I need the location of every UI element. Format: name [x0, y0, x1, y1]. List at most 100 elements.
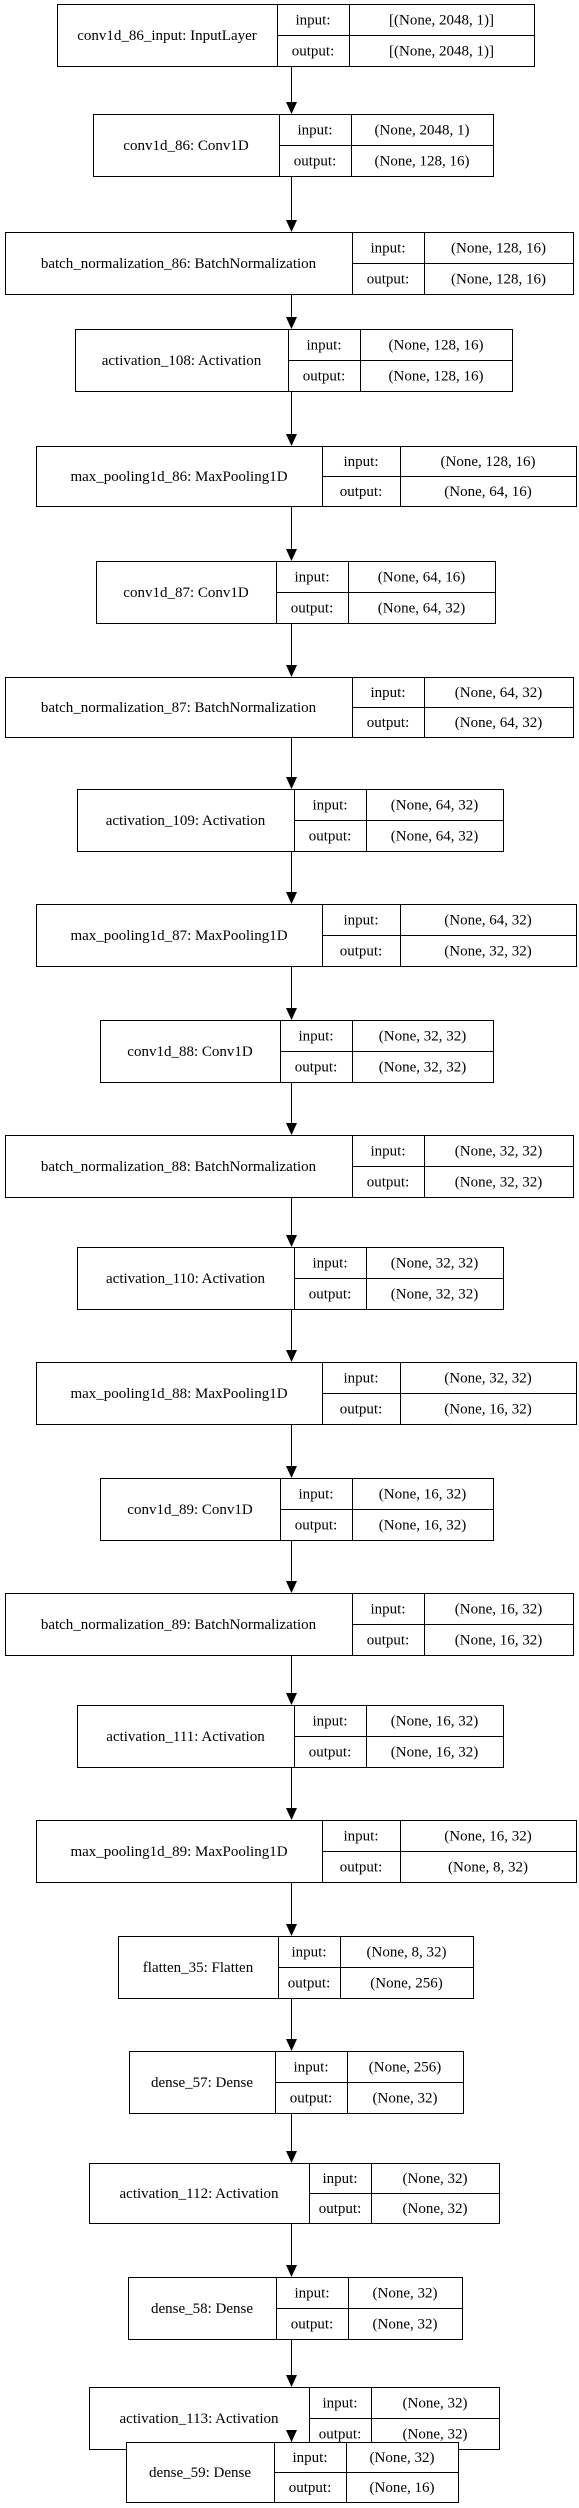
layer-name: dense_59: Dense — [149, 2465, 251, 2481]
input-label: input: — [343, 454, 378, 470]
layer-name: activation_108: Activation — [102, 353, 262, 369]
output-shape: (None, 16, 32) — [379, 1518, 466, 1534]
layer-name: batch_normalization_87: BatchNormalizati… — [41, 700, 317, 716]
layer-node: batch_normalization_87: BatchNormalizati… — [5, 677, 574, 738]
arrow-head-icon — [286, 1008, 297, 1020]
output-shape: (None, 16, 32) — [455, 1633, 542, 1649]
layer-node: batch_normalization_89: BatchNormalizati… — [5, 1593, 574, 1656]
input-label: input: — [343, 1829, 378, 1845]
output-label: output: — [289, 2480, 332, 2496]
output-shape: (None, 32, 32) — [444, 944, 531, 960]
layer-name: max_pooling1d_87: MaxPooling1D — [70, 928, 287, 944]
output-label: output: — [340, 484, 383, 500]
input-label: input: — [370, 241, 405, 257]
input-label: input: — [312, 1256, 347, 1272]
layer-node: activation_112: Activation input: output: (… — [89, 2163, 500, 2224]
arrow-head-icon — [286, 892, 297, 904]
input-shape: (None, 32, 32) — [455, 1144, 542, 1160]
output-shape: (None, 128, 16) — [375, 154, 470, 170]
arrow-head-icon — [286, 1581, 297, 1593]
output-label: output: — [292, 44, 335, 60]
layer-name: batch_normalization_86: BatchNormalizati… — [41, 256, 317, 272]
input-label: input: — [291, 1945, 326, 1961]
layer-name: activation_109: Activation — [106, 813, 266, 829]
layer-name: flatten_35: Flatten — [143, 1960, 254, 1976]
output-shape: (None, 128, 16) — [451, 272, 546, 288]
output-label: output: — [340, 1402, 383, 1418]
input-label: input: — [322, 2171, 357, 2187]
layer-node: activation_113: Activationinput:output:(… — [89, 2387, 500, 2450]
input-label: input: — [370, 685, 405, 701]
arrow-head-icon — [286, 1235, 297, 1247]
layer-name: activation_112: Activation — [120, 2186, 279, 2202]
arrow-head-icon — [286, 1808, 297, 1820]
output-shape: (None, 256) — [370, 1976, 442, 1992]
layer-name: batch_normalization_89: BatchNormalizati… — [41, 1617, 317, 1633]
input-shape: (None, 32) — [403, 2171, 468, 2187]
arrow-head-icon — [286, 434, 297, 446]
output-label: output: — [367, 272, 410, 288]
input-shape: (None, 128, 16) — [389, 338, 484, 354]
output-label: output: — [295, 1518, 338, 1534]
output-shape: (None, 8, 32) — [448, 1860, 528, 1876]
output-shape: (None, 128, 16) — [389, 369, 484, 385]
layer-node: activation_109: Activationinput:output:(… — [77, 789, 504, 852]
input-shape: (None, 64, 32) — [455, 685, 542, 701]
output-label: output: — [367, 1633, 410, 1649]
input-label: input: — [370, 1602, 405, 1618]
output-shape: (None, 16) — [370, 2480, 435, 2496]
layer-name: dense_57: Dense — [151, 2075, 253, 2091]
layer-name: activation_113: Activation — [120, 2411, 279, 2427]
input-shape: (None, 16, 32) — [391, 1714, 478, 1730]
input-shape: (None, 32) — [373, 2286, 438, 2302]
layer-name: max_pooling1d_88: MaxPooling1D — [70, 1386, 287, 1402]
output-label: output: — [367, 1175, 410, 1191]
output-shape: [(None, 2048, 1)] — [389, 44, 494, 60]
layer-node: max_pooling1d_89: MaxPooling1D input: outp… — [36, 1820, 577, 1883]
layer-name: conv1d_87: Conv1D — [123, 585, 249, 601]
layer-node: batch_normalization_88: BatchNormalizati… — [5, 1135, 574, 1198]
layer-name: activation_110: Activation — [106, 1271, 265, 1287]
layer-node: batch_normalization_86: BatchNormalizati… — [5, 232, 574, 295]
output-shape: (None, 64, 16) — [444, 484, 531, 500]
input-label: input: — [298, 1029, 333, 1045]
layer-name: activation_111: Activation — [106, 1729, 265, 1745]
input-label: input: — [295, 13, 330, 29]
arrow-head-icon — [286, 549, 297, 561]
output-label: output: — [291, 601, 334, 617]
arrow-head-icon — [286, 2151, 297, 2163]
output-label: output: — [340, 1860, 383, 1876]
layer-name: conv1d_86_input: InputLayer — [77, 28, 257, 44]
input-label: input: — [322, 2396, 357, 2412]
output-label: output: — [309, 829, 352, 845]
input-label: input: — [343, 913, 378, 929]
input-label: input: — [312, 1714, 347, 1730]
arrow-head-icon — [286, 777, 297, 789]
layer-name: max_pooling1d_89: MaxPooling1D — [70, 1844, 287, 1860]
input-label: input: — [294, 570, 329, 586]
layer-node: max_pooling1d_87: MaxPooling1Dinput:outp… — [36, 904, 577, 967]
input-shape: (None, 256) — [369, 2060, 441, 2076]
layer-name: conv1d_88: Conv1D — [127, 1044, 253, 1060]
input-label: input: — [343, 1371, 378, 1387]
input-shape: (None, 64, 32) — [391, 798, 478, 814]
input-label: input: — [292, 2450, 327, 2466]
arrow-head-icon — [286, 2265, 297, 2277]
arrow-head-icon — [286, 2430, 297, 2442]
arrow-head-icon — [286, 1350, 297, 1362]
output-label: output: — [309, 1745, 352, 1761]
layer-node: conv1d_86_input: InputLayer input: output:… — [57, 4, 535, 67]
arrow-head-icon — [286, 1123, 297, 1135]
output-label: output: — [294, 154, 337, 170]
output-shape: (None, 16, 32) — [391, 1745, 478, 1761]
input-shape: (None, 32) — [403, 2396, 468, 2412]
output-label: output: — [319, 2201, 362, 2217]
input-shape: (None, 16, 32) — [444, 1829, 531, 1845]
input-shape: (None, 64, 16) — [378, 570, 465, 586]
layer-node: activation_110: Activationinput:output:(… — [77, 1247, 504, 1310]
